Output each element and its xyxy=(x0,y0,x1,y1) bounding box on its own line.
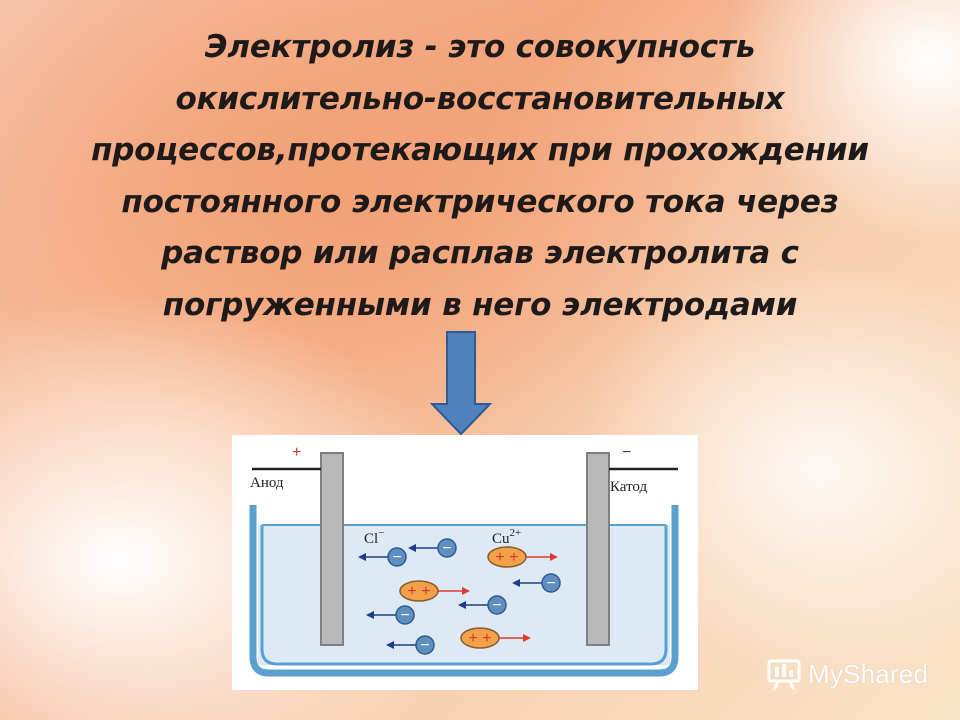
svg-text:−: − xyxy=(442,540,451,557)
cation-3: + + xyxy=(460,627,531,649)
anion-1: − xyxy=(358,547,407,567)
svg-text:−: − xyxy=(392,549,401,566)
cathode-electrode xyxy=(586,452,610,646)
myshared-watermark: MyShared xyxy=(766,656,928,692)
slide-title: Электролиз - это совокупность окислитель… xyxy=(40,22,920,331)
cation-label: Cu2+ xyxy=(492,527,521,547)
electrolysis-diagram: + Анод − Катод Cl− Cu2+ − − xyxy=(232,435,698,690)
anode-sign: + xyxy=(292,444,301,461)
cation-2: + + xyxy=(399,580,470,602)
anode-label: Анод xyxy=(250,475,284,491)
svg-text:−: − xyxy=(492,597,501,614)
cathode-sign: − xyxy=(622,444,631,461)
anion-3: − xyxy=(512,573,561,593)
title-line-5: раствор или расплав электролита с xyxy=(161,235,799,271)
anion-2: − xyxy=(408,538,457,558)
svg-text:−: − xyxy=(546,575,555,592)
watermark-text: MyShared xyxy=(808,658,929,689)
title-line-4: постоянного электрического тока через xyxy=(121,183,839,220)
cathode-label: Катод xyxy=(610,479,648,495)
presentation-board-icon xyxy=(767,659,801,691)
svg-text:−: − xyxy=(400,607,409,624)
title-line-2: окислительно-восстановительных xyxy=(175,80,785,117)
electrolytic-vessel xyxy=(249,505,679,677)
anion-4: − xyxy=(458,595,507,615)
anion-6: − xyxy=(386,635,435,655)
title-line-6: погруженными в него электродами xyxy=(162,286,798,323)
svg-text:+ +: + + xyxy=(468,630,491,647)
anion-label: Cl− xyxy=(364,527,384,547)
down-arrow-icon xyxy=(430,331,492,436)
svg-text:+ +: + + xyxy=(407,583,430,600)
title-line-3: процессов,протекающих при прохождении xyxy=(91,132,869,168)
anion-5: − xyxy=(366,605,415,625)
svg-text:+ +: + + xyxy=(495,549,518,566)
cation-1: + + xyxy=(487,546,558,568)
title-line-1: Электролиз - это совокупность xyxy=(204,29,756,65)
svg-text:−: − xyxy=(420,637,429,654)
anode-electrode xyxy=(320,452,344,646)
